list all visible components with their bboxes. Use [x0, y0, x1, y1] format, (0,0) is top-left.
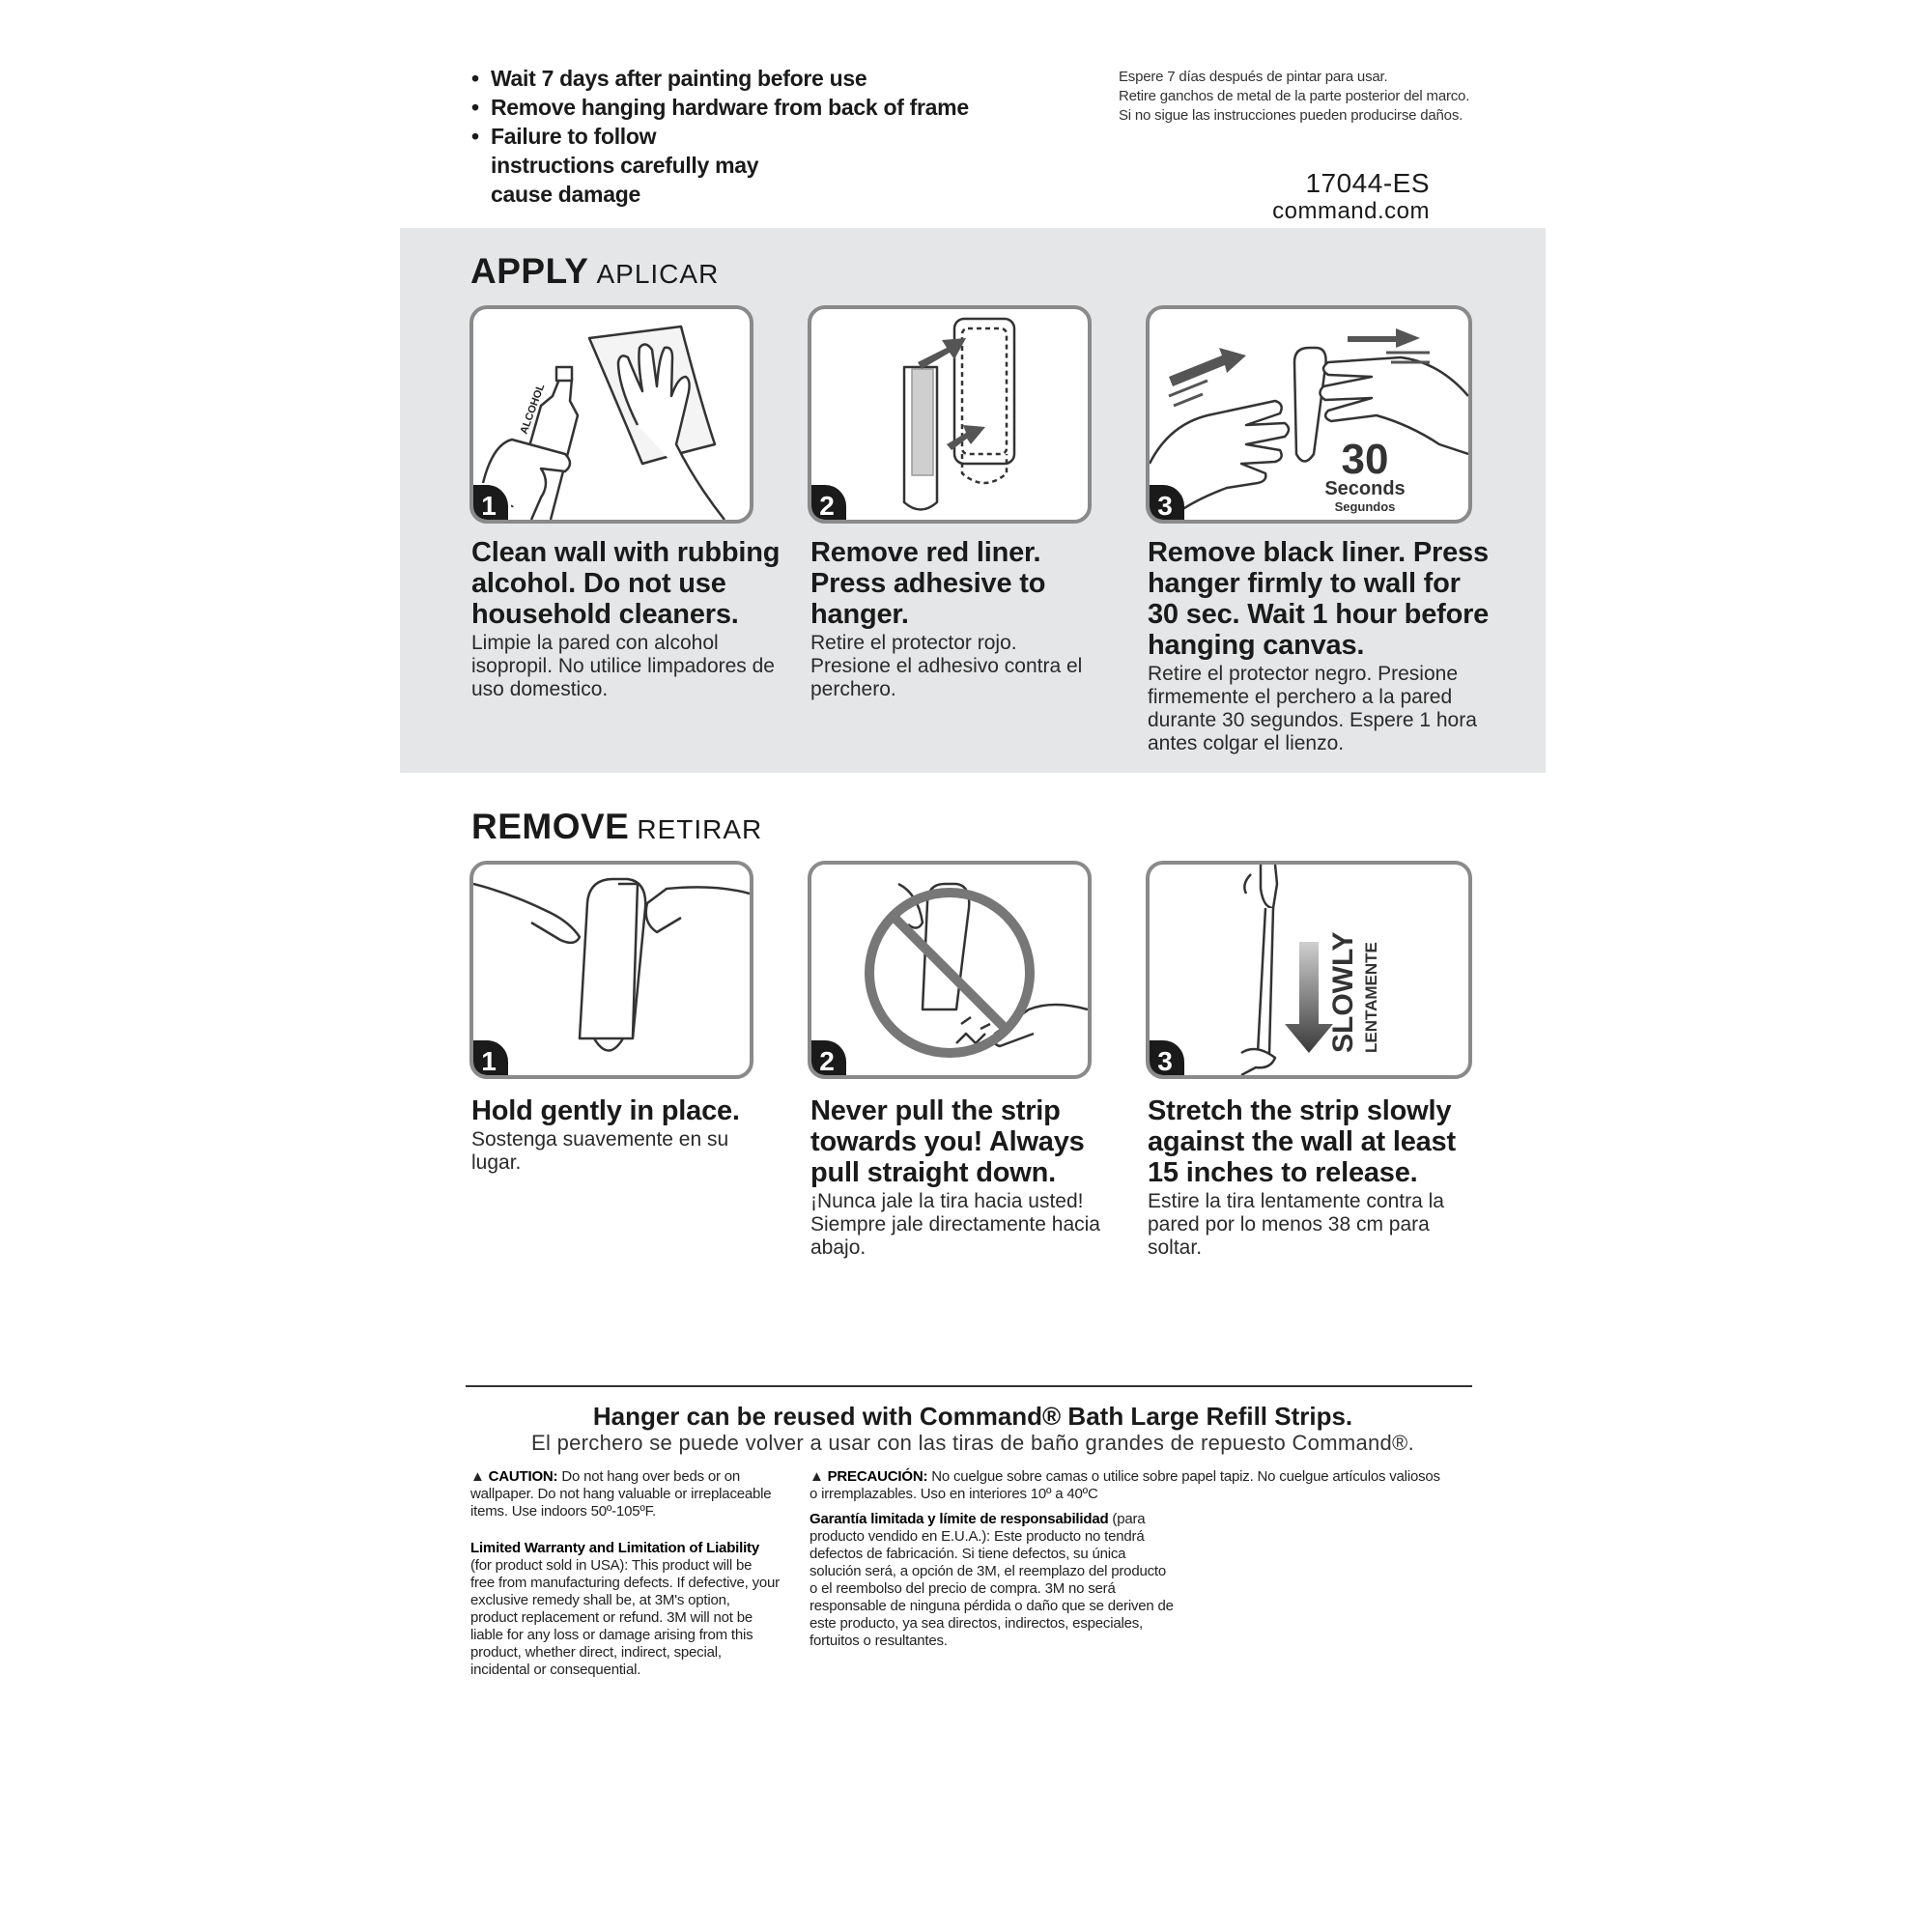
precaucion-text: No cuelgue sobre camas o utilice sobre p…	[810, 1468, 1440, 1502]
step-heading: Hold gently in place.	[471, 1095, 740, 1126]
remove-step-3-text: Stretch the strip slowly against the wal…	[1148, 1095, 1466, 1260]
warranty-text: (for product sold in USA): This product …	[470, 1557, 780, 1678]
step-spanish: Limpie la pared con alcohol isopropil. N…	[471, 632, 775, 700]
wrong-pull-illustration	[865, 882, 1088, 1058]
press-hanger-illustration: 30 Seconds Segundos	[1150, 328, 1468, 520]
caution-text: Do not hang over beds or on wallpaper. D…	[470, 1468, 772, 1520]
requirements-list: Wait 7 days after painting before use Re…	[471, 64, 1051, 209]
product-code: 17044-ES	[1305, 168, 1430, 198]
apply-title-text: APPLY	[470, 251, 589, 291]
step-number: 2	[811, 485, 846, 520]
stretch-strip-illustration: SLOWLY LENTAMENTE	[1240, 865, 1380, 1075]
remove-step-2-text: Never pull the strip towards you! Always…	[810, 1095, 1110, 1260]
remove-subtitle: RETIRAR	[637, 814, 763, 844]
step-heading: Clean wall with rubbing alcohol. Do not …	[471, 537, 781, 630]
divider	[466, 1385, 1472, 1387]
step-spanish: Retire el protector rojo. Presione el ad…	[810, 632, 1083, 700]
step-spanish: Sostenga suavemente en su lugar.	[471, 1128, 729, 1174]
timer-unit-es: Segundos	[1335, 499, 1396, 514]
apply-step-2-illustration: 2	[808, 305, 1092, 524]
requirement-es: Retire ganchos de metal de la parte post…	[1119, 88, 1470, 104]
step-heading: Stretch the strip slowly against the wal…	[1148, 1095, 1456, 1188]
requirement-item: Failure to follow instructions carefully…	[471, 122, 781, 209]
strip-to-hanger-illustration	[902, 317, 1016, 511]
apply-step-3-illustration: 30 Seconds Segundos 3	[1146, 305, 1472, 524]
warning-icon: ▲	[470, 1468, 485, 1485]
remove-step-1-text: Hold gently in place. Sostenga suavement…	[471, 1095, 781, 1175]
timer-value: 30	[1342, 436, 1389, 483]
apply-step-3-text: Remove black liner. Press hanger firmly …	[1148, 537, 1495, 755]
apply-step-1-text: Clean wall with rubbing alcohol. Do not …	[471, 537, 781, 701]
step-heading: Never pull the strip towards you! Always…	[810, 1095, 1085, 1188]
step-spanish: Estire la tira lentamente contra la pare…	[1148, 1190, 1444, 1259]
apply-step-1-illustration: ALCOHOL 1	[469, 305, 753, 524]
warranty-label: Limited Warranty and Limitation of Liabi…	[470, 1540, 759, 1556]
requirement-es: Espere 7 días después de pintar para usa…	[1119, 69, 1388, 85]
timer-unit: Seconds	[1324, 478, 1405, 499]
step-number: 3	[1150, 1040, 1184, 1075]
remove-title-text: REMOVE	[471, 807, 630, 846]
step-number: 3	[1150, 485, 1184, 520]
caution-es: ▲ PRECAUCIÓN: No cuelgue sobre camas o u…	[810, 1468, 1447, 1503]
step-number: 1	[473, 485, 508, 520]
website: command.com	[1272, 198, 1430, 224]
step-spanish: ¡Nunca jale la tira hacia usted! Siempre…	[810, 1190, 1100, 1259]
requirement-item: Wait 7 days after painting before use	[471, 64, 1051, 93]
arrow-down-icon	[1285, 942, 1333, 1053]
garantia-text: (para producto vendido en E.U.A.): Este …	[810, 1511, 1174, 1649]
remove-step-3-illustration: SLOWLY LENTAMENTE 3	[1146, 861, 1472, 1079]
step-heading: Remove black liner. Press hanger firmly …	[1148, 537, 1490, 661]
requirement-es: Si no sigue las instrucciones pueden pro…	[1119, 107, 1463, 124]
warning-icon: ▲	[810, 1468, 824, 1485]
hold-hanger-illustration	[473, 877, 750, 1052]
wipe-wall-illustration: ALCOHOL	[481, 325, 725, 520]
apply-subtitle: APLICAR	[596, 259, 720, 289]
step-spanish: Retire el protector negro. Presione firm…	[1148, 663, 1477, 754]
step-number: 1	[473, 1040, 508, 1075]
requirement-item: Remove hanging hardware from back of fra…	[471, 93, 1051, 122]
reuse-note-es: El perchero se puede volver a usar con l…	[531, 1431, 1414, 1455]
remove-step-1-illustration: 1	[469, 861, 753, 1079]
caution-label: CAUTION:	[488, 1468, 558, 1485]
slowly-label-es: LENTAMENTE	[1362, 942, 1380, 1053]
step-heading: Remove red liner. Press adhesive to hang…	[810, 537, 1046, 630]
prohibited-icon	[865, 888, 1035, 1058]
apply-step-2-text: Remove red liner. Press adhesive to hang…	[810, 537, 1100, 701]
precaucion-label: PRECAUCIÓN:	[827, 1468, 928, 1485]
slowly-label: SLOWLY	[1327, 931, 1359, 1053]
garantia-label: Garantía limitada y límite de responsabi…	[810, 1511, 1109, 1527]
warranty-es: Garantía limitada y límite de responsabi…	[810, 1511, 1177, 1650]
warranty-en: Limited Warranty and Limitation of Liabi…	[470, 1540, 780, 1679]
step-number: 2	[811, 1040, 846, 1075]
reuse-note: Hanger can be reused with Command® Bath …	[592, 1402, 1353, 1431]
requirements-spanish: Espere 7 días después de pintar para usa…	[1119, 68, 1524, 126]
remove-step-2-illustration: 2	[808, 861, 1092, 1079]
caution-en: ▲ CAUTION: Do not hang over beds or on w…	[470, 1468, 780, 1520]
